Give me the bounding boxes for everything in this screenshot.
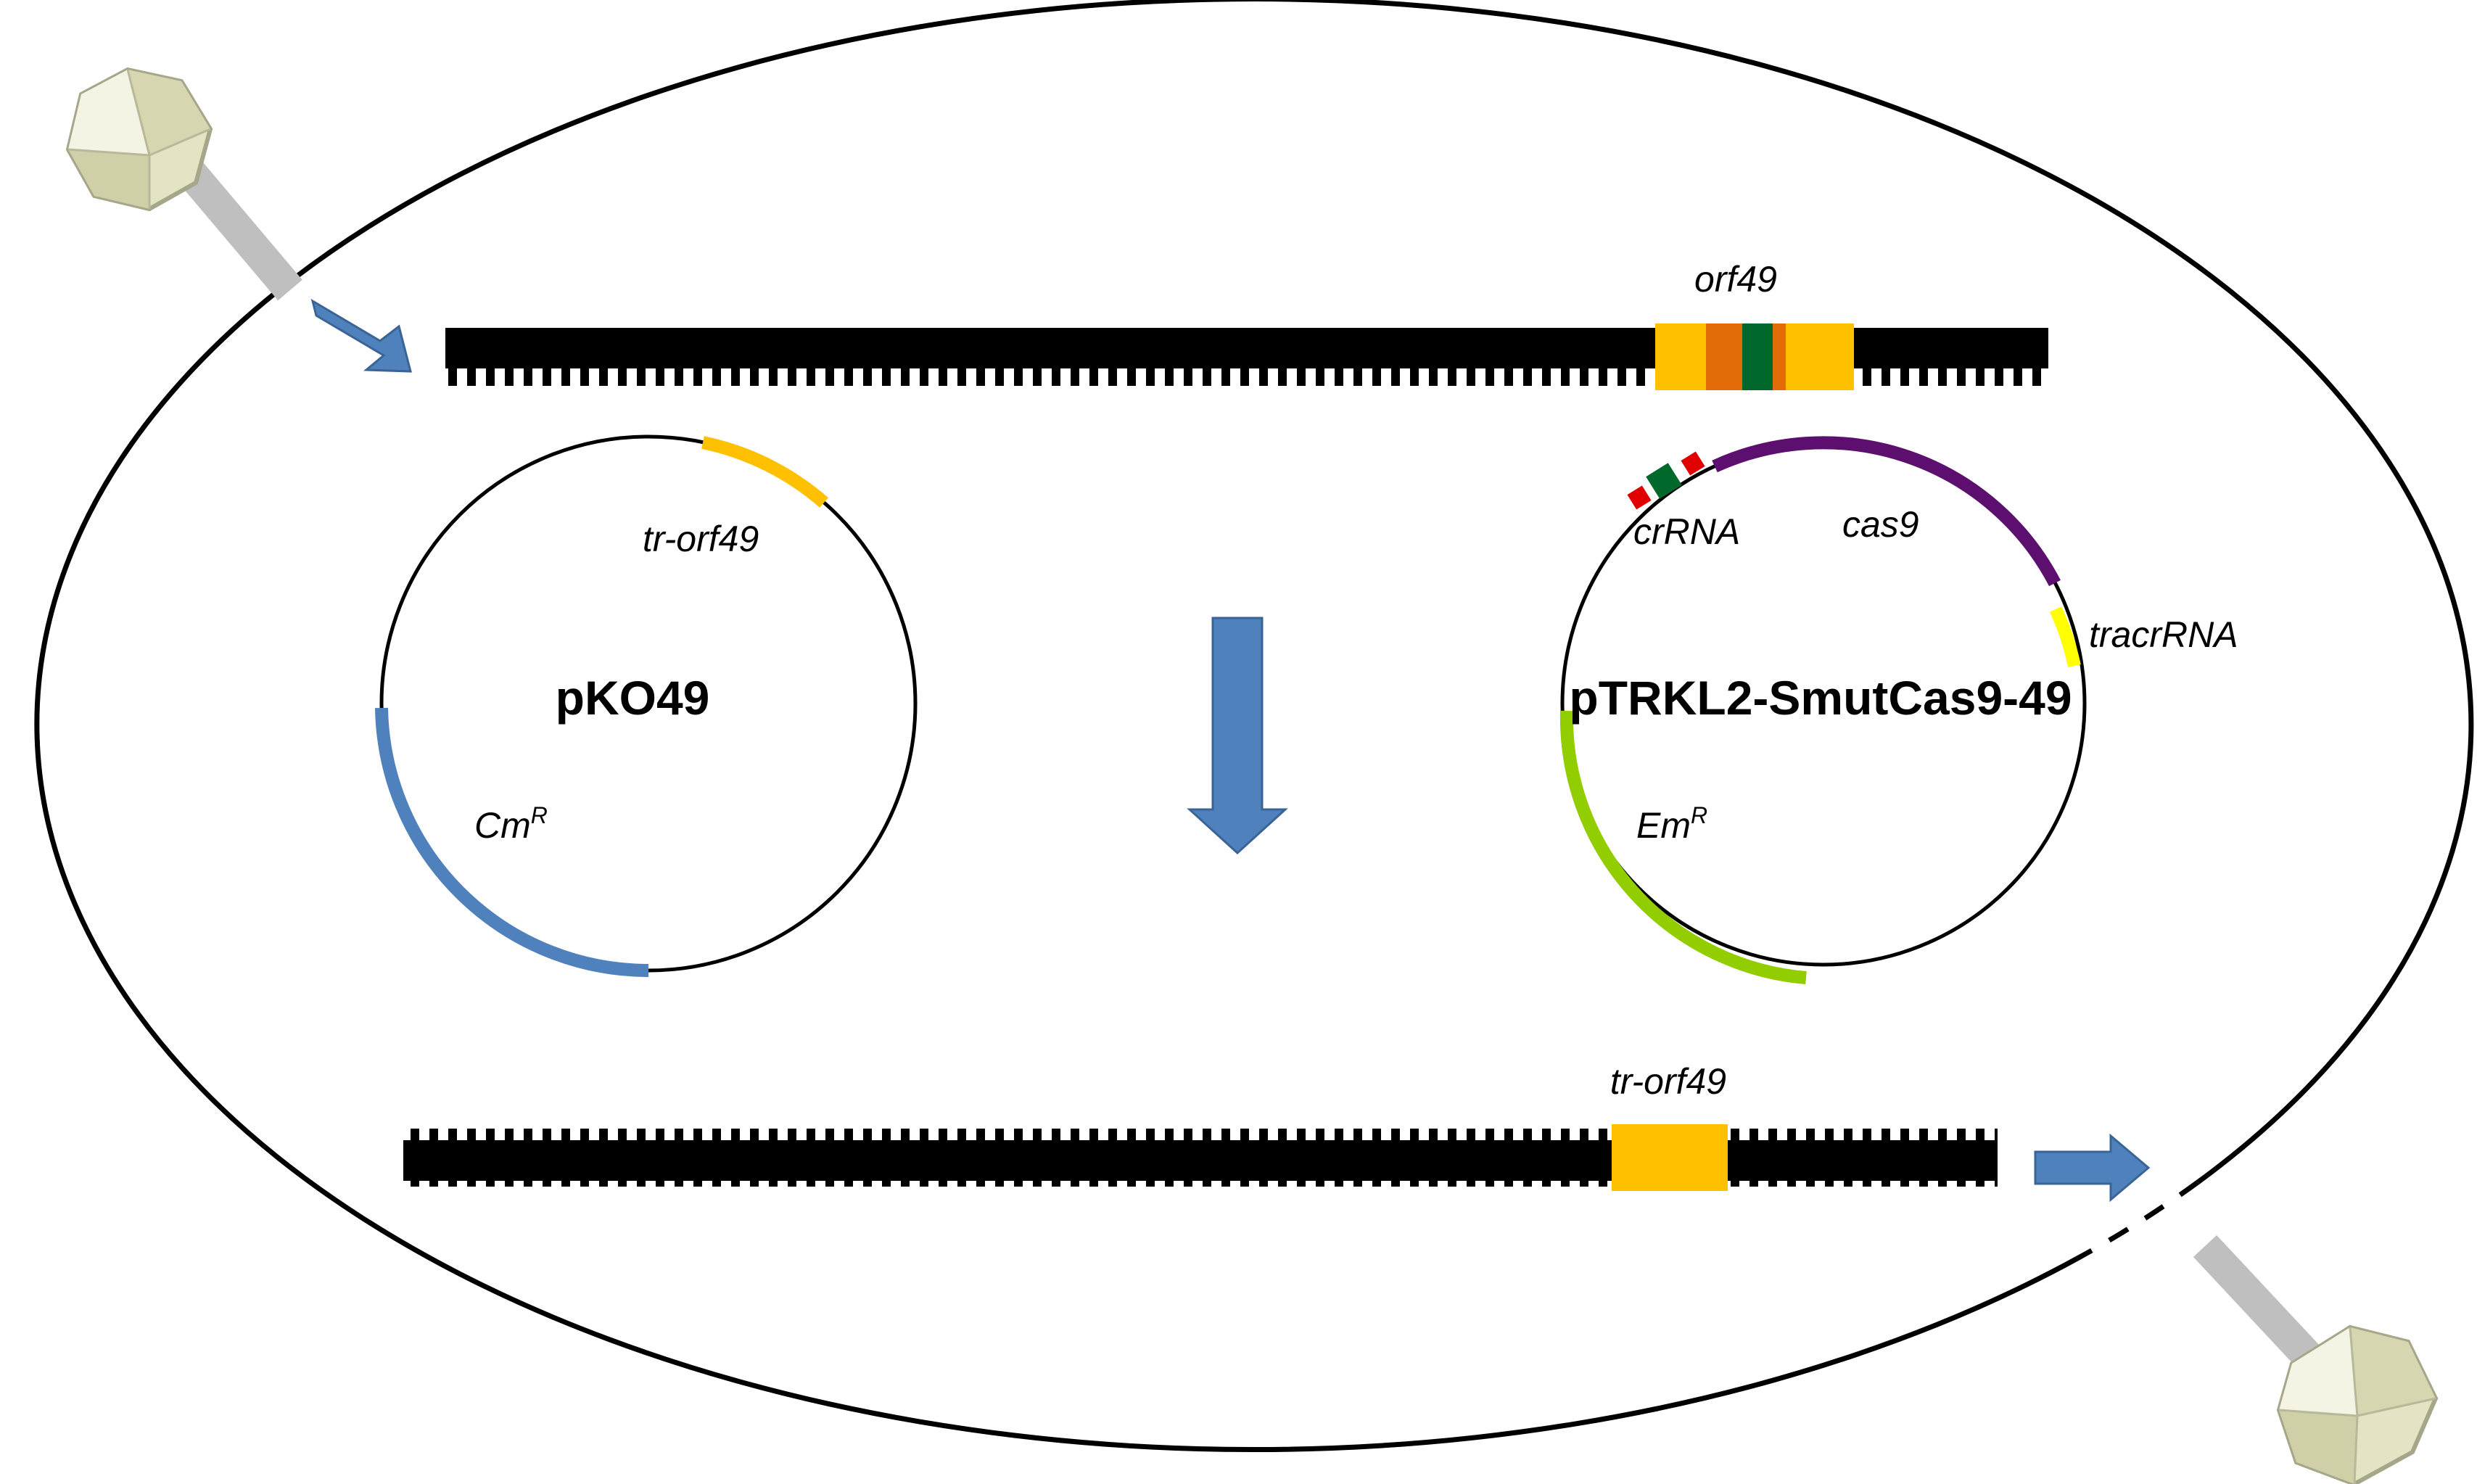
tr-orf49-chromosome-label: tr-orf49 bbox=[1610, 1061, 1726, 1102]
crrna-array bbox=[1627, 451, 1705, 510]
cas9-label: cas9 bbox=[1842, 504, 1919, 545]
entry-arrow bbox=[310, 298, 412, 373]
cell-membrane bbox=[34, 0, 2474, 1453]
orf49-label: orf49 bbox=[1694, 259, 1777, 300]
down-arrow bbox=[1187, 617, 1288, 855]
phage-icon bbox=[65, 67, 302, 301]
plasmid-pko49: tr-orf49 pKO49 CmR bbox=[375, 434, 918, 977]
orf49-gene bbox=[1655, 323, 1854, 390]
phage-icon bbox=[2193, 1234, 2439, 1484]
cas9-gene bbox=[1712, 436, 2061, 587]
pko49-name: pKO49 bbox=[556, 671, 710, 725]
plasmid-ptrkl2-smutcas9-49: crRNA cas9 tracrRNA pTRKL2-SmutCas9-49 E… bbox=[1559, 436, 2238, 984]
ptrkl2-name: pTRKL2-SmutCas9-49 bbox=[1569, 671, 2072, 725]
tr-orf49-plasmid-label: tr-orf49 bbox=[643, 519, 759, 559]
chromosome-bottom: tr-orf49 bbox=[403, 1061, 1998, 1191]
tr-orf49-insert bbox=[701, 436, 828, 508]
tr-orf49-gene bbox=[1612, 1124, 1728, 1191]
em-resistance-marker bbox=[1559, 710, 1807, 984]
crrna-label: crRNA bbox=[1633, 511, 1740, 552]
exit-arrow bbox=[2034, 1133, 2151, 1203]
tracrrna-label: tracrRNA bbox=[2089, 614, 2238, 655]
cm-resistance-marker bbox=[375, 707, 649, 977]
chromosome-top: orf49 bbox=[445, 259, 2048, 390]
em-marker-label: EmR bbox=[1636, 802, 1707, 846]
cm-marker-label: CmR bbox=[474, 802, 548, 846]
tracrrna-gene bbox=[2049, 606, 2081, 667]
